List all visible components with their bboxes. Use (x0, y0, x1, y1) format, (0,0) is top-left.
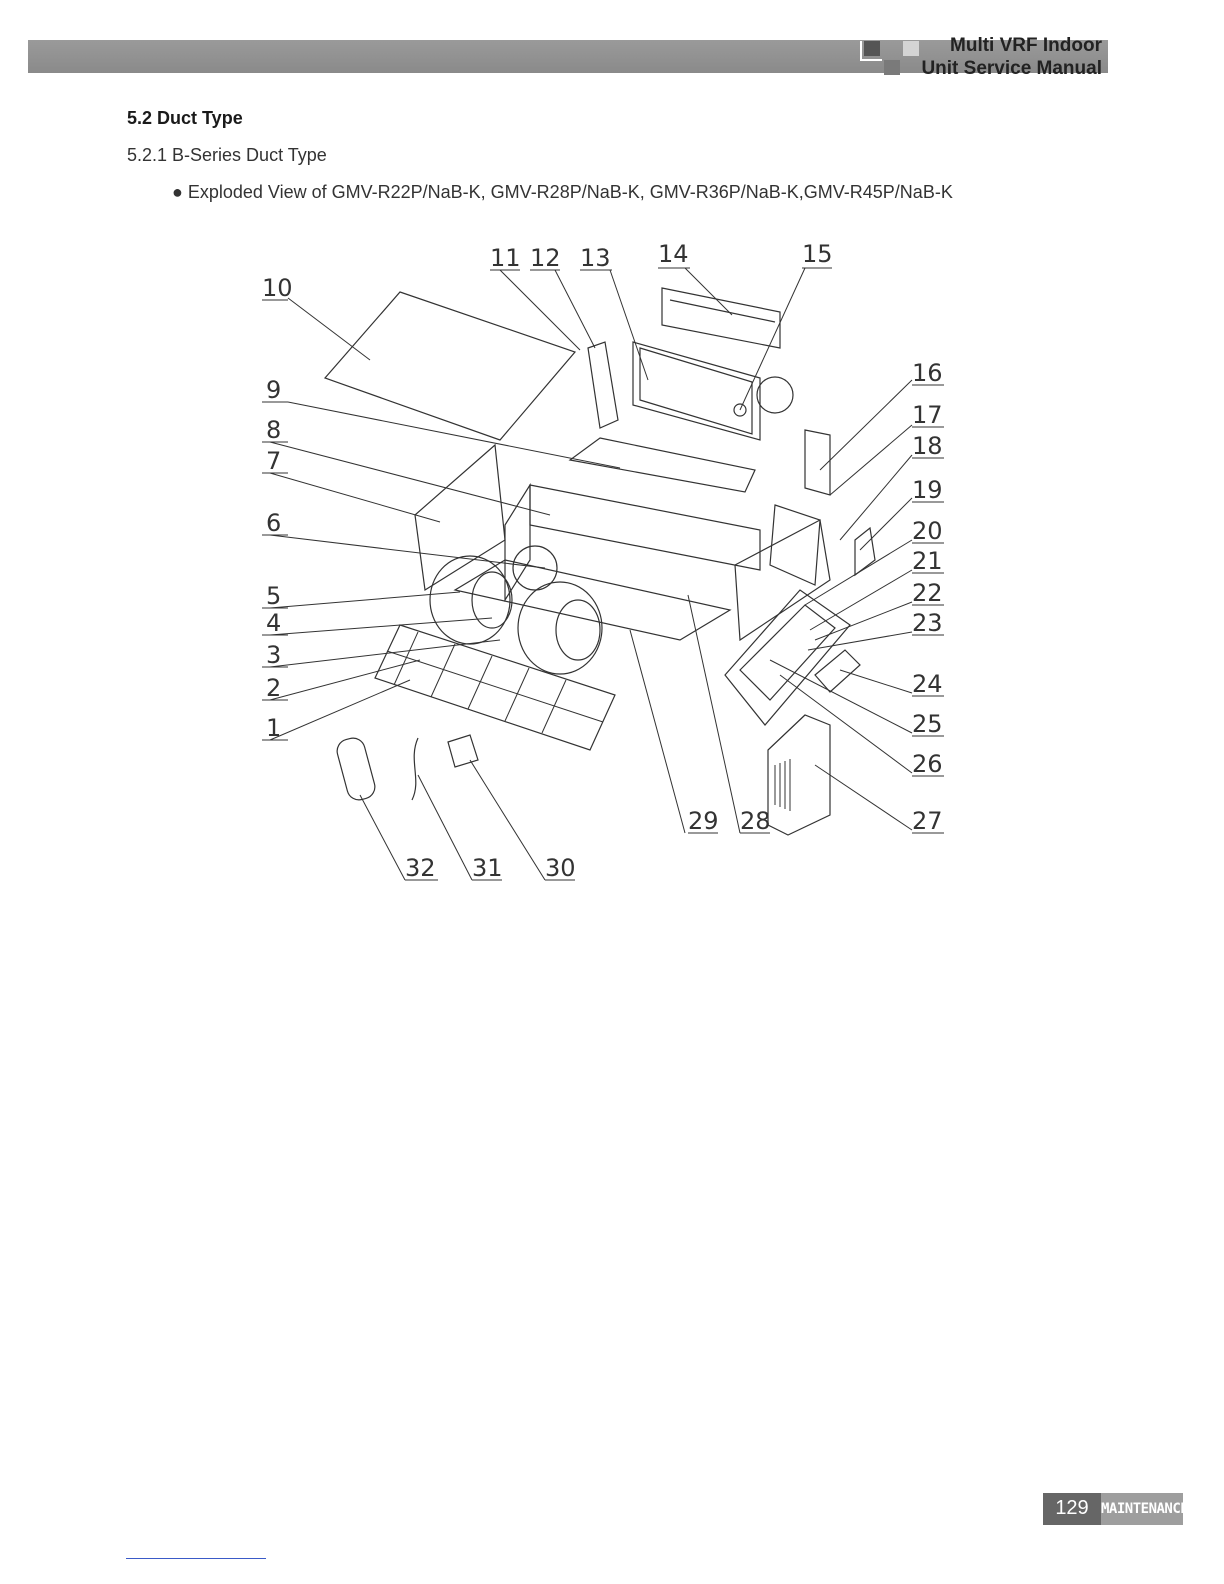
part-label: 13 (580, 244, 611, 272)
exploded-view-diagram: 10 11 12 13 14 15 9 8 7 6 5 4 3 2 1 16 1… (240, 230, 980, 890)
bracket (855, 528, 875, 575)
manual-title: Multi VRF Indoor Unit Service Manual (872, 34, 1102, 80)
part-label: 29 (688, 807, 719, 835)
part-label: 30 (545, 854, 576, 882)
part-label: 7 (266, 447, 281, 475)
electric-box (725, 590, 850, 725)
part-label: 10 (262, 274, 293, 302)
exploded-view-caption: ● Exploded View of GMV-R22P/NaB-K, GMV-R… (172, 182, 953, 203)
part-label: 27 (912, 807, 943, 835)
part-label: 12 (530, 244, 561, 272)
part-label: 16 (912, 359, 943, 387)
part-label: 22 (912, 579, 943, 607)
part-label: 15 (802, 240, 833, 268)
part-label: 18 (912, 432, 943, 460)
wired-controller (448, 735, 478, 767)
top-cover-panel (325, 292, 575, 440)
part-label: 3 (266, 641, 281, 669)
part-label: 21 (912, 547, 943, 575)
part-labels: 10 11 12 13 14 15 9 8 7 6 5 4 3 2 1 16 1… (262, 240, 943, 882)
part-label: 25 (912, 710, 943, 738)
part-label: 32 (405, 854, 436, 882)
water-tray-cover (662, 288, 780, 348)
subsection-heading: 5.2.1 B-Series Duct Type (127, 145, 327, 166)
main-frame (530, 485, 760, 570)
remote-controller (334, 735, 377, 802)
connecting-cable (412, 738, 418, 800)
outer-box (768, 715, 830, 835)
manual-title-line1: Multi VRF Indoor (872, 34, 1102, 57)
part-label: 5 (266, 582, 281, 610)
section-heading: 5.2 Duct Type (127, 108, 243, 129)
part-label: 14 (658, 240, 689, 268)
section-tab: MAINTENANCE (1101, 1493, 1183, 1525)
part-label: 9 (266, 376, 281, 404)
fan-motor (513, 546, 557, 590)
part-label: 11 (490, 244, 521, 272)
part-label: 20 (912, 517, 943, 545)
part-label: 24 (912, 670, 943, 698)
part-label: 8 (266, 416, 281, 444)
electric-box-cover (815, 650, 860, 692)
part-label: 1 (266, 714, 281, 742)
part-label: 19 (912, 476, 943, 504)
part-label: 31 (472, 854, 503, 882)
page-number: 129 (1043, 1493, 1101, 1525)
part-label: 4 (266, 609, 281, 637)
part-label: 2 (266, 674, 281, 702)
drain-pan (570, 438, 755, 492)
fan-housing-right (518, 582, 602, 674)
evaporator (633, 342, 760, 440)
right-side-panel (770, 505, 820, 585)
manual-title-line2: Unit Service Manual (872, 57, 1102, 80)
filter-frame (375, 625, 615, 750)
motor-assembly (757, 377, 793, 413)
part-label: 6 (266, 509, 281, 537)
part-label: 26 (912, 750, 943, 778)
footer-rule (126, 1558, 266, 1559)
side-bracket (588, 342, 618, 428)
part-label: 28 (740, 807, 771, 835)
part-label: 17 (912, 401, 943, 429)
part-label: 23 (912, 609, 943, 637)
exploded-view-drawing: 10 11 12 13 14 15 9 8 7 6 5 4 3 2 1 16 1… (240, 230, 980, 890)
